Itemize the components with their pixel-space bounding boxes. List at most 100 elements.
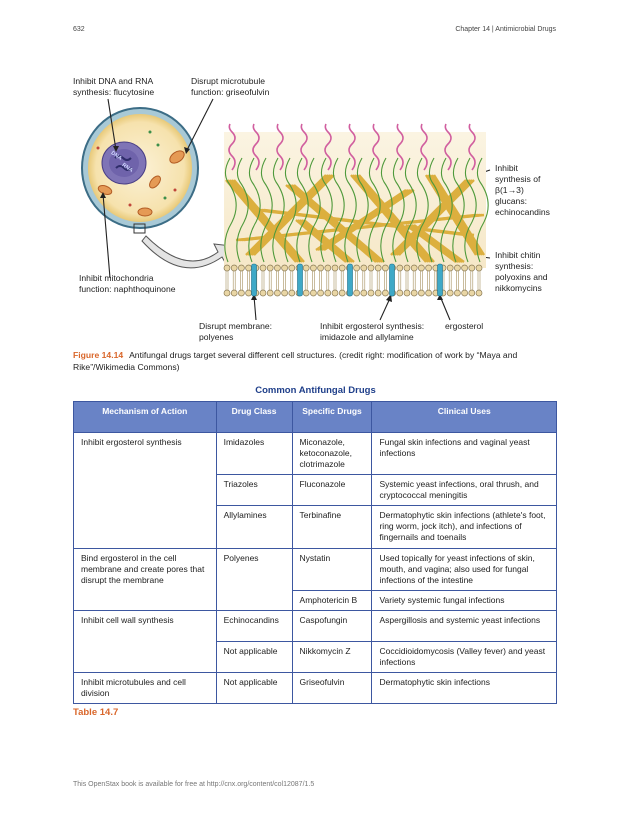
chitin-strand bbox=[428, 157, 441, 263]
lipid-head bbox=[403, 264, 411, 272]
lipid-head bbox=[317, 264, 324, 272]
table-cell: Coccidioidomycosis (Valley fever) and ye… bbox=[371, 641, 557, 673]
lipid-head bbox=[374, 264, 382, 272]
ergosterol-molecule bbox=[437, 263, 443, 297]
table-cell: Dermatophytic skin infections (athlete's… bbox=[371, 505, 557, 549]
mannoprotein bbox=[396, 123, 404, 171]
lipid-head bbox=[353, 289, 360, 297]
page-number: 632 bbox=[73, 26, 85, 33]
table-title: Common Antifungal Drugs bbox=[255, 385, 376, 396]
table-header-row: Mechanism of Action Drug Class Specific … bbox=[73, 401, 557, 433]
lipid-head bbox=[230, 289, 238, 297]
table-cell: Caspofungin bbox=[291, 610, 373, 642]
mannoprotein bbox=[468, 123, 476, 171]
table-cell: Variety systemic fungal infections bbox=[371, 590, 557, 611]
table-cell: Polyenes bbox=[215, 548, 293, 611]
mannoprotein bbox=[372, 123, 380, 171]
lipid-head bbox=[310, 289, 317, 297]
table-cell: Imidazoles bbox=[215, 432, 293, 475]
table-cell: Echinocandins bbox=[215, 610, 293, 642]
glucan-rod bbox=[287, 184, 379, 263]
table-cell: Systemic yeast infections, oral thrush, … bbox=[371, 474, 557, 506]
chitin-strand bbox=[380, 157, 393, 263]
lipid-head bbox=[410, 289, 418, 297]
table-cell: Nystatin bbox=[291, 548, 373, 591]
mannoprotein bbox=[252, 123, 260, 171]
chitin-strand bbox=[332, 157, 345, 263]
chitin-strand bbox=[284, 157, 297, 263]
glucan-rod bbox=[428, 174, 482, 256]
glucan-rod bbox=[350, 174, 427, 263]
table-cell: Inhibit microtubules and cell division bbox=[73, 672, 217, 704]
lipid-head bbox=[468, 264, 476, 272]
lipid-head bbox=[302, 289, 310, 297]
table-cell: Inhibit cell wall synthesis bbox=[73, 610, 217, 673]
lipid-head bbox=[281, 264, 288, 272]
lipid-head bbox=[461, 264, 468, 272]
table-cell: Griseofulvin bbox=[291, 672, 373, 704]
lipid-head bbox=[374, 289, 382, 297]
table-cell: Used topically for yeast infections of s… bbox=[371, 548, 557, 591]
lipid-head bbox=[425, 289, 432, 297]
mannoprotein bbox=[420, 123, 428, 171]
table-row: Bind ergosterol in the cell membrane and… bbox=[73, 548, 557, 611]
lipid-head bbox=[454, 289, 461, 297]
lipid-head bbox=[324, 264, 332, 272]
table-cell: Triazoles bbox=[215, 474, 293, 506]
table-cell: Not applicable bbox=[215, 672, 293, 704]
mannoprotein bbox=[276, 123, 284, 171]
lipid-head bbox=[475, 264, 483, 272]
antifungal-figure bbox=[81, 98, 491, 321]
mannoprotein bbox=[324, 123, 332, 171]
glucan-rod bbox=[299, 219, 351, 263]
label-ergosterol: ergosterol bbox=[445, 321, 484, 331]
chitin-strand bbox=[368, 157, 381, 263]
lipid-head bbox=[418, 264, 425, 272]
glucan-rod bbox=[229, 179, 301, 263]
glucan-rod bbox=[297, 219, 349, 263]
lipid-head bbox=[245, 289, 252, 297]
lipid-head bbox=[360, 289, 368, 297]
lipid-head bbox=[338, 289, 346, 297]
lipid-head bbox=[302, 264, 310, 272]
lipid-head bbox=[245, 264, 252, 272]
table-row: Inhibit microtubules and cell division N… bbox=[73, 672, 557, 704]
lipid-head bbox=[367, 289, 375, 297]
lipid-head bbox=[461, 289, 468, 297]
chitin-strand bbox=[464, 157, 477, 263]
glucan-rod bbox=[323, 189, 415, 251]
lipid-head bbox=[331, 264, 339, 272]
glucan-rod bbox=[394, 179, 471, 256]
lipid-head bbox=[360, 264, 368, 272]
col-header: Specific Drugs bbox=[291, 401, 373, 433]
ergosterol-molecule bbox=[389, 263, 395, 297]
chitin-strand bbox=[248, 157, 261, 263]
table-cell: Aspergillosis and systemic yeast infecti… bbox=[371, 610, 557, 642]
lipid-head bbox=[288, 264, 296, 272]
table-cell: Terbinafine bbox=[291, 505, 373, 549]
lipid-head bbox=[317, 289, 324, 297]
glucan-rod bbox=[289, 184, 381, 263]
glucan-rod bbox=[413, 224, 465, 263]
table-cell: Fungal skin infections and vaginal yeast… bbox=[371, 432, 557, 475]
lipid-head bbox=[468, 289, 476, 297]
label-glucans: Inhibit synthesis of β(1→3) glucans: ech… bbox=[495, 163, 550, 217]
col-header: Mechanism of Action bbox=[73, 401, 217, 433]
lipid-head bbox=[446, 264, 454, 272]
chitin-strand bbox=[356, 157, 369, 263]
glucan-rod bbox=[227, 179, 299, 263]
label-mitochondria: Inhibit mitochondria function: naphthoqu… bbox=[79, 273, 176, 294]
mannoprotein bbox=[444, 123, 452, 171]
chitin-strand bbox=[224, 157, 237, 263]
glucan-rod bbox=[430, 174, 484, 256]
lipid-head bbox=[274, 264, 281, 272]
chitin-strand bbox=[452, 157, 465, 263]
lipid-head bbox=[266, 289, 274, 297]
antifungal-table: Mechanism of Action Drug Class Specific … bbox=[73, 401, 557, 704]
chitin-strand bbox=[308, 157, 321, 263]
lipid-head bbox=[396, 264, 404, 272]
lipid-head bbox=[367, 264, 375, 272]
lipid-head bbox=[396, 289, 404, 297]
label-microtubule: Disrupt microtubule function: griseofulv… bbox=[191, 76, 270, 97]
lipid-head bbox=[353, 264, 360, 272]
